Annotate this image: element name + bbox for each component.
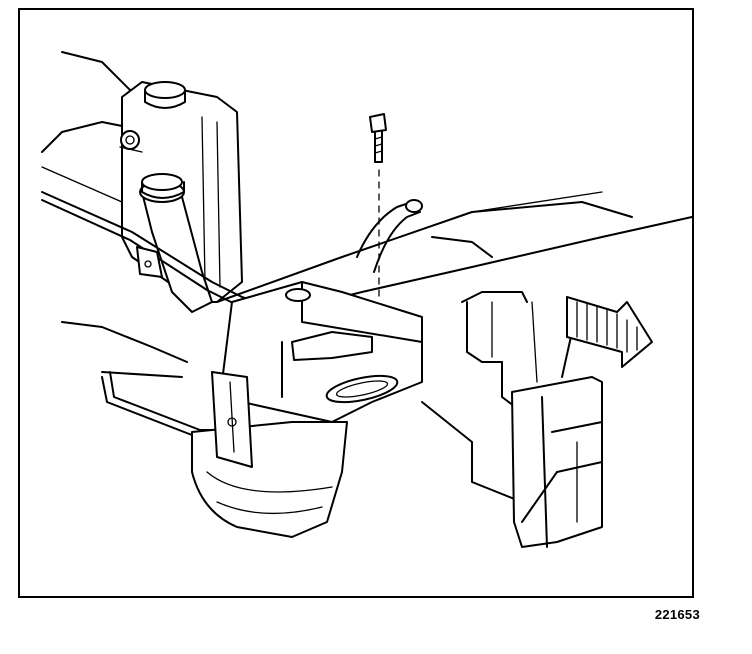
technical-illustration — [41, 51, 692, 548]
direction-arrow-icon — [566, 296, 653, 368]
crossmember-bracket — [511, 331, 603, 548]
bolt-icon — [369, 113, 387, 303]
figure-number: 221653 — [654, 607, 700, 622]
illustration-frame — [18, 8, 694, 598]
mounting-block — [221, 281, 423, 423]
mounting-bracket-icon — [211, 371, 253, 468]
hose-icon — [356, 199, 423, 273]
neck-bracket-icon — [136, 246, 163, 278]
nut-icon — [119, 130, 143, 153]
